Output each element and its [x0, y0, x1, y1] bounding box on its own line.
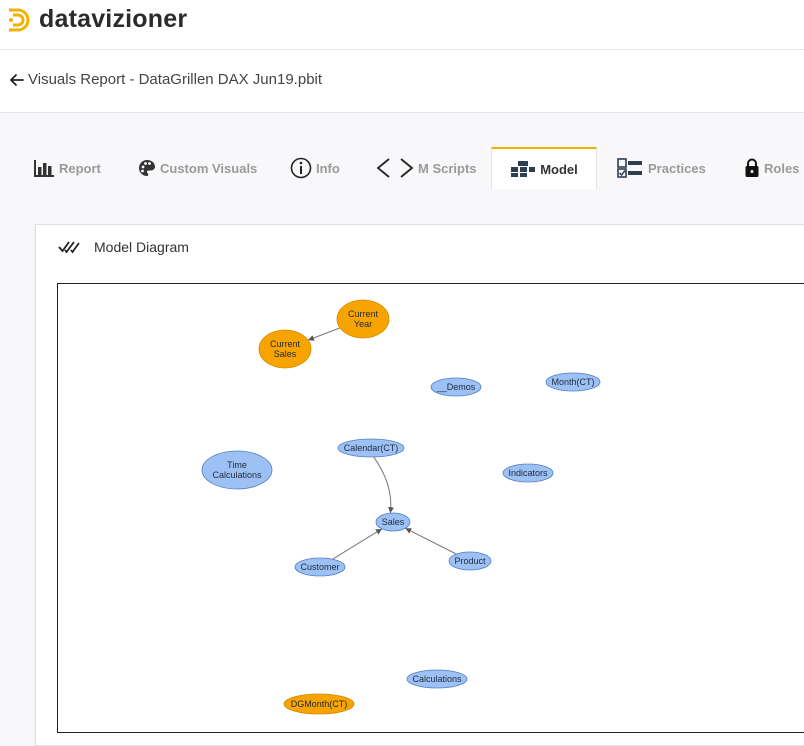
node-calendar-ct[interactable]: Calendar(CT) [337, 438, 405, 458]
back-link[interactable]: Visuals Report - DataGrillen DAX Jun19.p… [9, 71, 322, 88]
lock-icon [744, 158, 760, 178]
node-ellipse[interactable] [283, 693, 355, 715]
card-header: Model Diagram [58, 239, 189, 255]
node-ellipse[interactable] [201, 450, 273, 490]
node-dgmonth-ct[interactable]: DGMonth(CT) [283, 693, 355, 715]
tab-bar: Report Custom Visuals Info M Scripts Mod… [0, 147, 804, 189]
double-check-icon [58, 241, 80, 254]
top-bar: datavizioner [0, 0, 804, 50]
node-label: Month(CT) [551, 377, 594, 387]
tab-custom-visuals[interactable]: Custom Visuals [138, 147, 257, 189]
tab-label: Report [59, 160, 101, 176]
node-label: Current [348, 309, 379, 319]
tab-roles[interactable]: Roles [744, 147, 799, 189]
node-label: Calendar(CT) [344, 443, 399, 453]
bar-chart-icon [33, 158, 55, 178]
node-customer[interactable]: Customer [294, 557, 346, 577]
arrow-left-icon[interactable] [9, 72, 25, 88]
node-label: Calculations [412, 674, 462, 684]
node-ellipse[interactable] [294, 557, 346, 577]
node-ellipse[interactable] [258, 329, 312, 369]
brand-name: datavizioner [39, 5, 188, 33]
report-header: Visuals Report - DataGrillen DAX Jun19.p… [0, 50, 804, 113]
node-ellipse[interactable] [430, 377, 482, 397]
node-label: Product [454, 556, 486, 566]
node-label: Customer [300, 562, 339, 572]
checklist-icon [617, 158, 644, 178]
relationship-edge-current-year-to-current-sales [307, 327, 341, 341]
node-indicators[interactable]: Indicators [502, 463, 554, 483]
code-brackets-icon [376, 157, 414, 179]
node-label: Calculations [212, 470, 262, 480]
palette-icon [138, 159, 156, 177]
node-product[interactable]: Product [448, 551, 492, 571]
node-label: Indicators [508, 468, 548, 478]
node-sales[interactable]: Sales [375, 512, 411, 532]
node-month-ct[interactable]: Month(CT) [545, 372, 601, 392]
relationship-edge-product-to-sales [405, 527, 457, 555]
node-ellipse[interactable] [336, 299, 390, 339]
node-demos[interactable]: __Demos [430, 377, 482, 397]
node-label: DGMonth(CT) [291, 699, 348, 709]
tab-report[interactable]: Report [33, 147, 101, 189]
tab-label: Info [316, 160, 340, 176]
node-ellipse[interactable] [406, 669, 468, 689]
node-label: __Demos [436, 382, 476, 392]
node-label: Current [270, 339, 301, 349]
tab-info[interactable]: Info [290, 147, 340, 189]
node-ellipse[interactable] [545, 372, 601, 392]
relationship-edge-calendar-ct-to-sales [373, 456, 395, 514]
node-calculations[interactable]: Calculations [406, 669, 468, 689]
card-title: Model Diagram [94, 239, 189, 255]
node-ellipse[interactable] [375, 512, 411, 532]
tab-practices[interactable]: Practices [617, 147, 706, 189]
tab-m-scripts[interactable]: M Scripts [376, 147, 477, 189]
tab-label: Roles [764, 160, 800, 176]
tab-model[interactable]: Model [491, 147, 597, 189]
tab-label: Model [540, 161, 578, 177]
relationship-edge-customer-to-sales [332, 528, 383, 560]
tab-label: Custom Visuals [160, 160, 258, 176]
tab-label: Practices [648, 160, 706, 176]
node-label: Time [227, 460, 247, 470]
node-ellipse[interactable] [337, 438, 405, 458]
node-ellipse[interactable] [502, 463, 554, 483]
tab-label: M Scripts [418, 160, 477, 176]
info-icon [290, 157, 312, 179]
report-title: Visuals Report - DataGrillen DAX Jun19.p… [28, 71, 323, 88]
brand-logo[interactable]: datavizioner [6, 5, 187, 34]
node-label: Sales [274, 349, 297, 359]
datavizioner-logo-icon [9, 8, 30, 31]
node-label: Sales [382, 517, 405, 527]
model-icon [510, 160, 536, 178]
node-label: Year [354, 319, 372, 329]
node-ellipse[interactable] [448, 551, 492, 571]
